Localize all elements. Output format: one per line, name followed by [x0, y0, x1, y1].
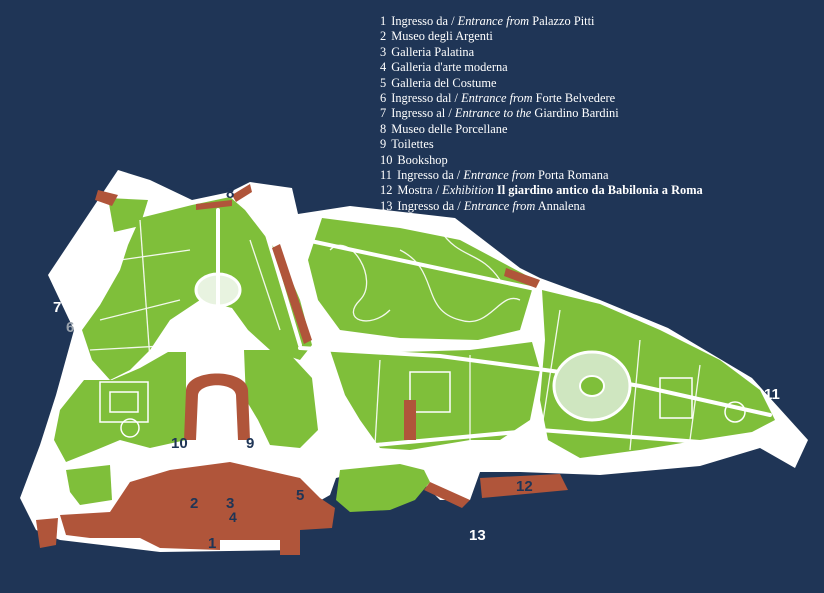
grid-path-7 [629, 339, 641, 451]
lawn-middle-band [330, 342, 540, 450]
lawn-northwest-beds [108, 198, 148, 232]
marker-13[interactable]: 13 [469, 527, 486, 544]
marker-11[interactable]: 11 [764, 386, 780, 403]
diagonal-path [260, 216, 302, 347]
palazzo-pitti [60, 462, 335, 555]
corner-wall [36, 518, 58, 548]
lawn-west-block [54, 352, 186, 462]
grid-path-4 [139, 219, 151, 361]
lawn-south-strip [336, 464, 430, 512]
marker-9[interactable]: 9 [246, 435, 254, 452]
parterre-3 [409, 371, 451, 413]
east-wall [504, 268, 540, 288]
marker-3[interactable]: 3 [226, 495, 234, 512]
grid-path-3 [89, 344, 181, 351]
marker-7[interactable]: 7 [53, 299, 61, 316]
buildings [36, 184, 568, 555]
marker-2[interactable]: 2 [190, 495, 198, 512]
lower-path [318, 427, 702, 452]
map-markers: 1 2 3 4 5 6 7 8 9 10 11 12 13 [53, 185, 780, 552]
grid-path-1 [119, 249, 191, 261]
marker-6[interactable]: 6 [66, 319, 74, 336]
garden-paths-detail [89, 219, 701, 451]
lawn-west-lower [66, 465, 112, 505]
grid-path-9 [374, 359, 381, 446]
annalena-wall [424, 482, 470, 508]
north-wall [196, 200, 232, 210]
grid-path-5 [249, 239, 281, 331]
lawn-viottolone-north [308, 218, 535, 340]
marker-10[interactable]: 10 [171, 435, 188, 452]
isolotto-island [579, 375, 605, 397]
winding-path-1 [329, 244, 391, 322]
exhibition-building [480, 474, 568, 498]
parterre-circle-1 [120, 418, 140, 438]
winding-path-2 [399, 249, 521, 323]
grid-path-6 [539, 309, 561, 441]
grid-path-8 [689, 364, 701, 441]
belvedere-side [95, 190, 118, 206]
marker-12[interactable]: 12 [516, 478, 533, 495]
marker-8[interactable]: 8 [226, 185, 234, 202]
winding-path-3 [439, 229, 501, 281]
parterre-4 [659, 377, 693, 419]
ramp [272, 244, 312, 344]
marker-4[interactable]: 4 [229, 509, 237, 525]
marker-5[interactable]: 5 [296, 487, 304, 504]
parterre-beds [99, 371, 746, 438]
amphitheatre-wall [184, 373, 250, 440]
upper-path [304, 238, 542, 292]
parterre-circle-2 [724, 401, 746, 423]
marker-1[interactable]: 1 [208, 535, 216, 552]
lawn-central-left [244, 350, 318, 448]
grid-path-2 [99, 299, 181, 321]
pavilion [404, 400, 416, 440]
porcellane-wall [232, 184, 252, 202]
parterre-2 [109, 391, 139, 413]
